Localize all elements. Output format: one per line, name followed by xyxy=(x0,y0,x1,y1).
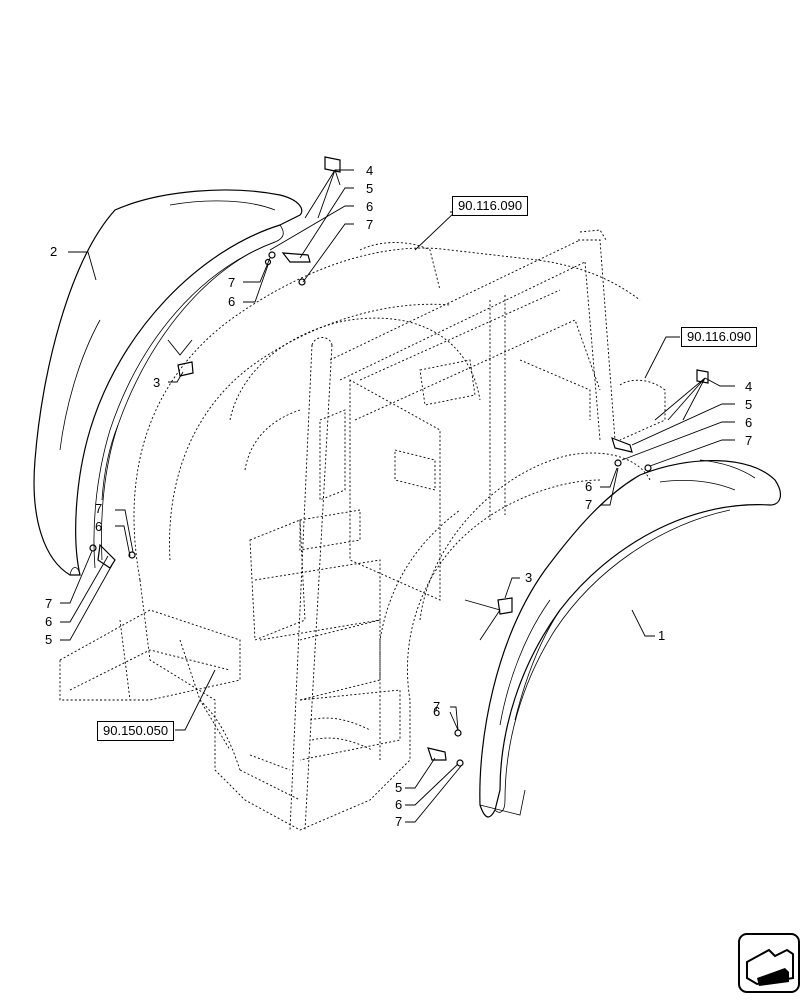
callout-3-right: 3 xyxy=(525,570,532,585)
callout-5-top: 5 xyxy=(366,181,373,196)
callout-6-midright: 6 xyxy=(585,479,592,494)
callout-7-right: 7 xyxy=(745,433,752,448)
reference-platform[interactable]: 90.150.050 xyxy=(97,721,175,741)
callout-6-bottom: 6 xyxy=(395,797,402,812)
callout-7-lowleft: 7 xyxy=(45,596,52,611)
next-page-arrow-icon[interactable] xyxy=(737,932,801,994)
callout-7-midright: 7 xyxy=(585,497,592,512)
reference-cab-top[interactable]: 90.116.090 xyxy=(452,196,529,216)
fender-left xyxy=(33,189,303,576)
callout-3-left: 3 xyxy=(153,375,160,390)
callout-6-lowleft: 6 xyxy=(45,614,52,629)
callout-2: 2 xyxy=(50,244,57,259)
callout-5-lowleft: 5 xyxy=(45,632,52,647)
callout-6-lower: 6 xyxy=(433,704,440,719)
callout-7-top: 7 xyxy=(366,217,373,232)
callout-7-bottom: 7 xyxy=(395,814,402,829)
callout-1: 1 xyxy=(658,628,665,643)
callout-5-right: 5 xyxy=(745,397,752,412)
callout-6-midleft: 6 xyxy=(95,519,102,534)
callout-4-top: 4 xyxy=(366,163,373,178)
cab-frame xyxy=(59,229,666,831)
callout-4-right: 4 xyxy=(745,379,752,394)
callout-6-topleft: 6 xyxy=(228,294,235,309)
callout-7-midleft: 7 xyxy=(95,501,102,516)
callout-7-lower: 7 xyxy=(433,699,440,714)
reference-cab-right[interactable]: 90.116.090 xyxy=(681,327,758,347)
hardware-parts xyxy=(89,156,709,767)
fender-right xyxy=(479,459,782,818)
callout-6-top: 6 xyxy=(366,199,373,214)
callout-7-topleft: 7 xyxy=(228,275,235,290)
callout-labels: 2 4 5 6 7 7 6 3 7 6 7 6 5 4 5 6 7 6 7 3 … xyxy=(45,163,752,829)
leader-lines xyxy=(60,169,735,823)
callout-6-right: 6 xyxy=(745,415,752,430)
callout-5-bottom: 5 xyxy=(395,780,402,795)
